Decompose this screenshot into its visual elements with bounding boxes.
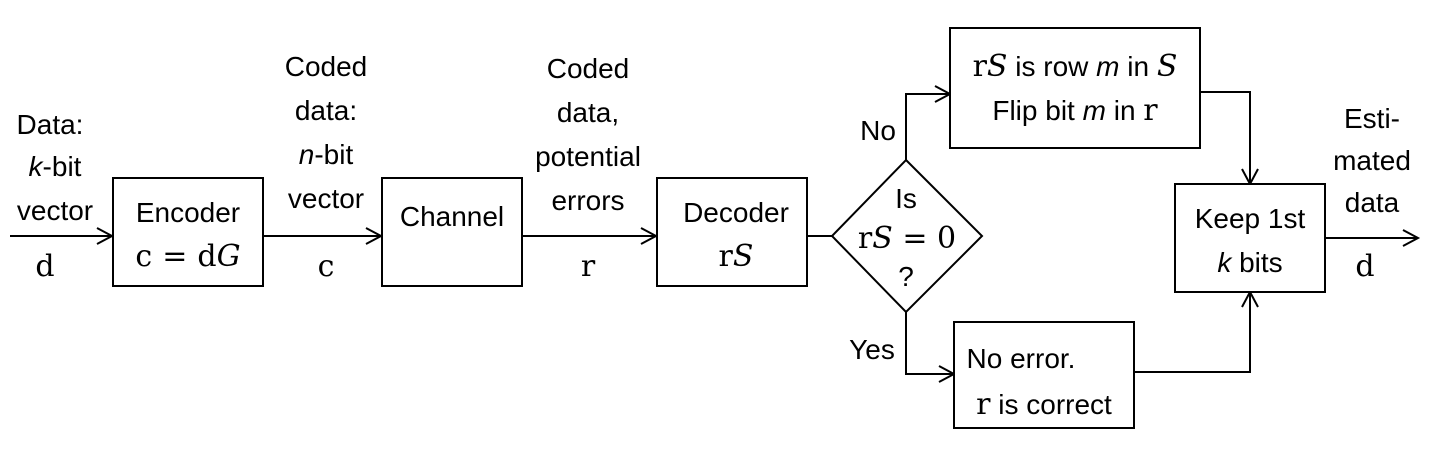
output-label-line3: data <box>1345 187 1400 218</box>
channel-title: Channel <box>400 201 504 232</box>
arrow-noerror-to-keep <box>1134 292 1251 373</box>
received-label-line3: potential <box>535 141 641 172</box>
no-error-box <box>953 321 1135 429</box>
coded-label-line4: vector <box>288 183 364 214</box>
encoder-box <box>112 177 264 287</box>
decoder-expression: rS <box>719 239 754 274</box>
flip-bit-box <box>949 27 1201 149</box>
decoder-box <box>656 177 808 287</box>
arrowhead-output <box>1402 229 1421 247</box>
decision-expression: rS = 0 <box>858 221 956 256</box>
flip-box-line1: rS is row m in S <box>973 49 1178 84</box>
keep-box-line1: Keep 1st <box>1195 203 1306 234</box>
coded-label-line2: data: <box>295 95 357 126</box>
coded-label: Coded data: n-bit vector c <box>285 51 368 284</box>
no-error-line2: r is correct <box>976 387 1112 422</box>
received-symbol-r: r <box>581 249 596 284</box>
coded-label-line3: n-bit <box>299 139 354 170</box>
output-symbol-d: d <box>1355 249 1374 284</box>
encoder-title: Encoder <box>136 197 240 228</box>
input-label: Data: k-bit vector d <box>17 109 94 284</box>
no-error-line1: No error. <box>967 343 1076 374</box>
decision-line3: ? <box>898 261 914 292</box>
output-label: Esti- mated data d <box>1333 103 1411 284</box>
arrow-no-branch <box>905 93 950 160</box>
input-label-line3: vector <box>17 195 93 226</box>
coded-label-line1: Coded <box>285 51 368 82</box>
yes-branch-label: Yes <box>849 334 895 365</box>
coded-symbol-c: c <box>318 249 335 284</box>
flip-box-line2: Flip bit m in r <box>992 93 1158 128</box>
channel-box <box>381 177 523 287</box>
input-symbol-d: d <box>35 249 54 284</box>
input-label-line1: Data: <box>17 109 84 140</box>
received-label: Coded data, potential errors r <box>535 53 641 284</box>
output-label-line1: Esti- <box>1344 103 1400 134</box>
decoder-title: Decoder <box>683 197 789 228</box>
received-label-line4: errors <box>551 185 624 216</box>
arrow-yes-branch <box>905 312 954 375</box>
keep-bits-box <box>1174 183 1326 293</box>
input-label-line2: k-bit <box>29 151 82 182</box>
keep-box-line2: k bits <box>1217 247 1282 278</box>
received-label-line1: Coded <box>547 53 630 84</box>
no-branch-label: No <box>860 115 896 146</box>
encoder-equation: c=dG <box>135 239 240 274</box>
decision-line1: Is <box>895 183 917 214</box>
received-label-line2: data, <box>557 97 619 128</box>
output-label-line2: mated <box>1333 145 1411 176</box>
arrow-flip-to-keep <box>1200 91 1251 184</box>
